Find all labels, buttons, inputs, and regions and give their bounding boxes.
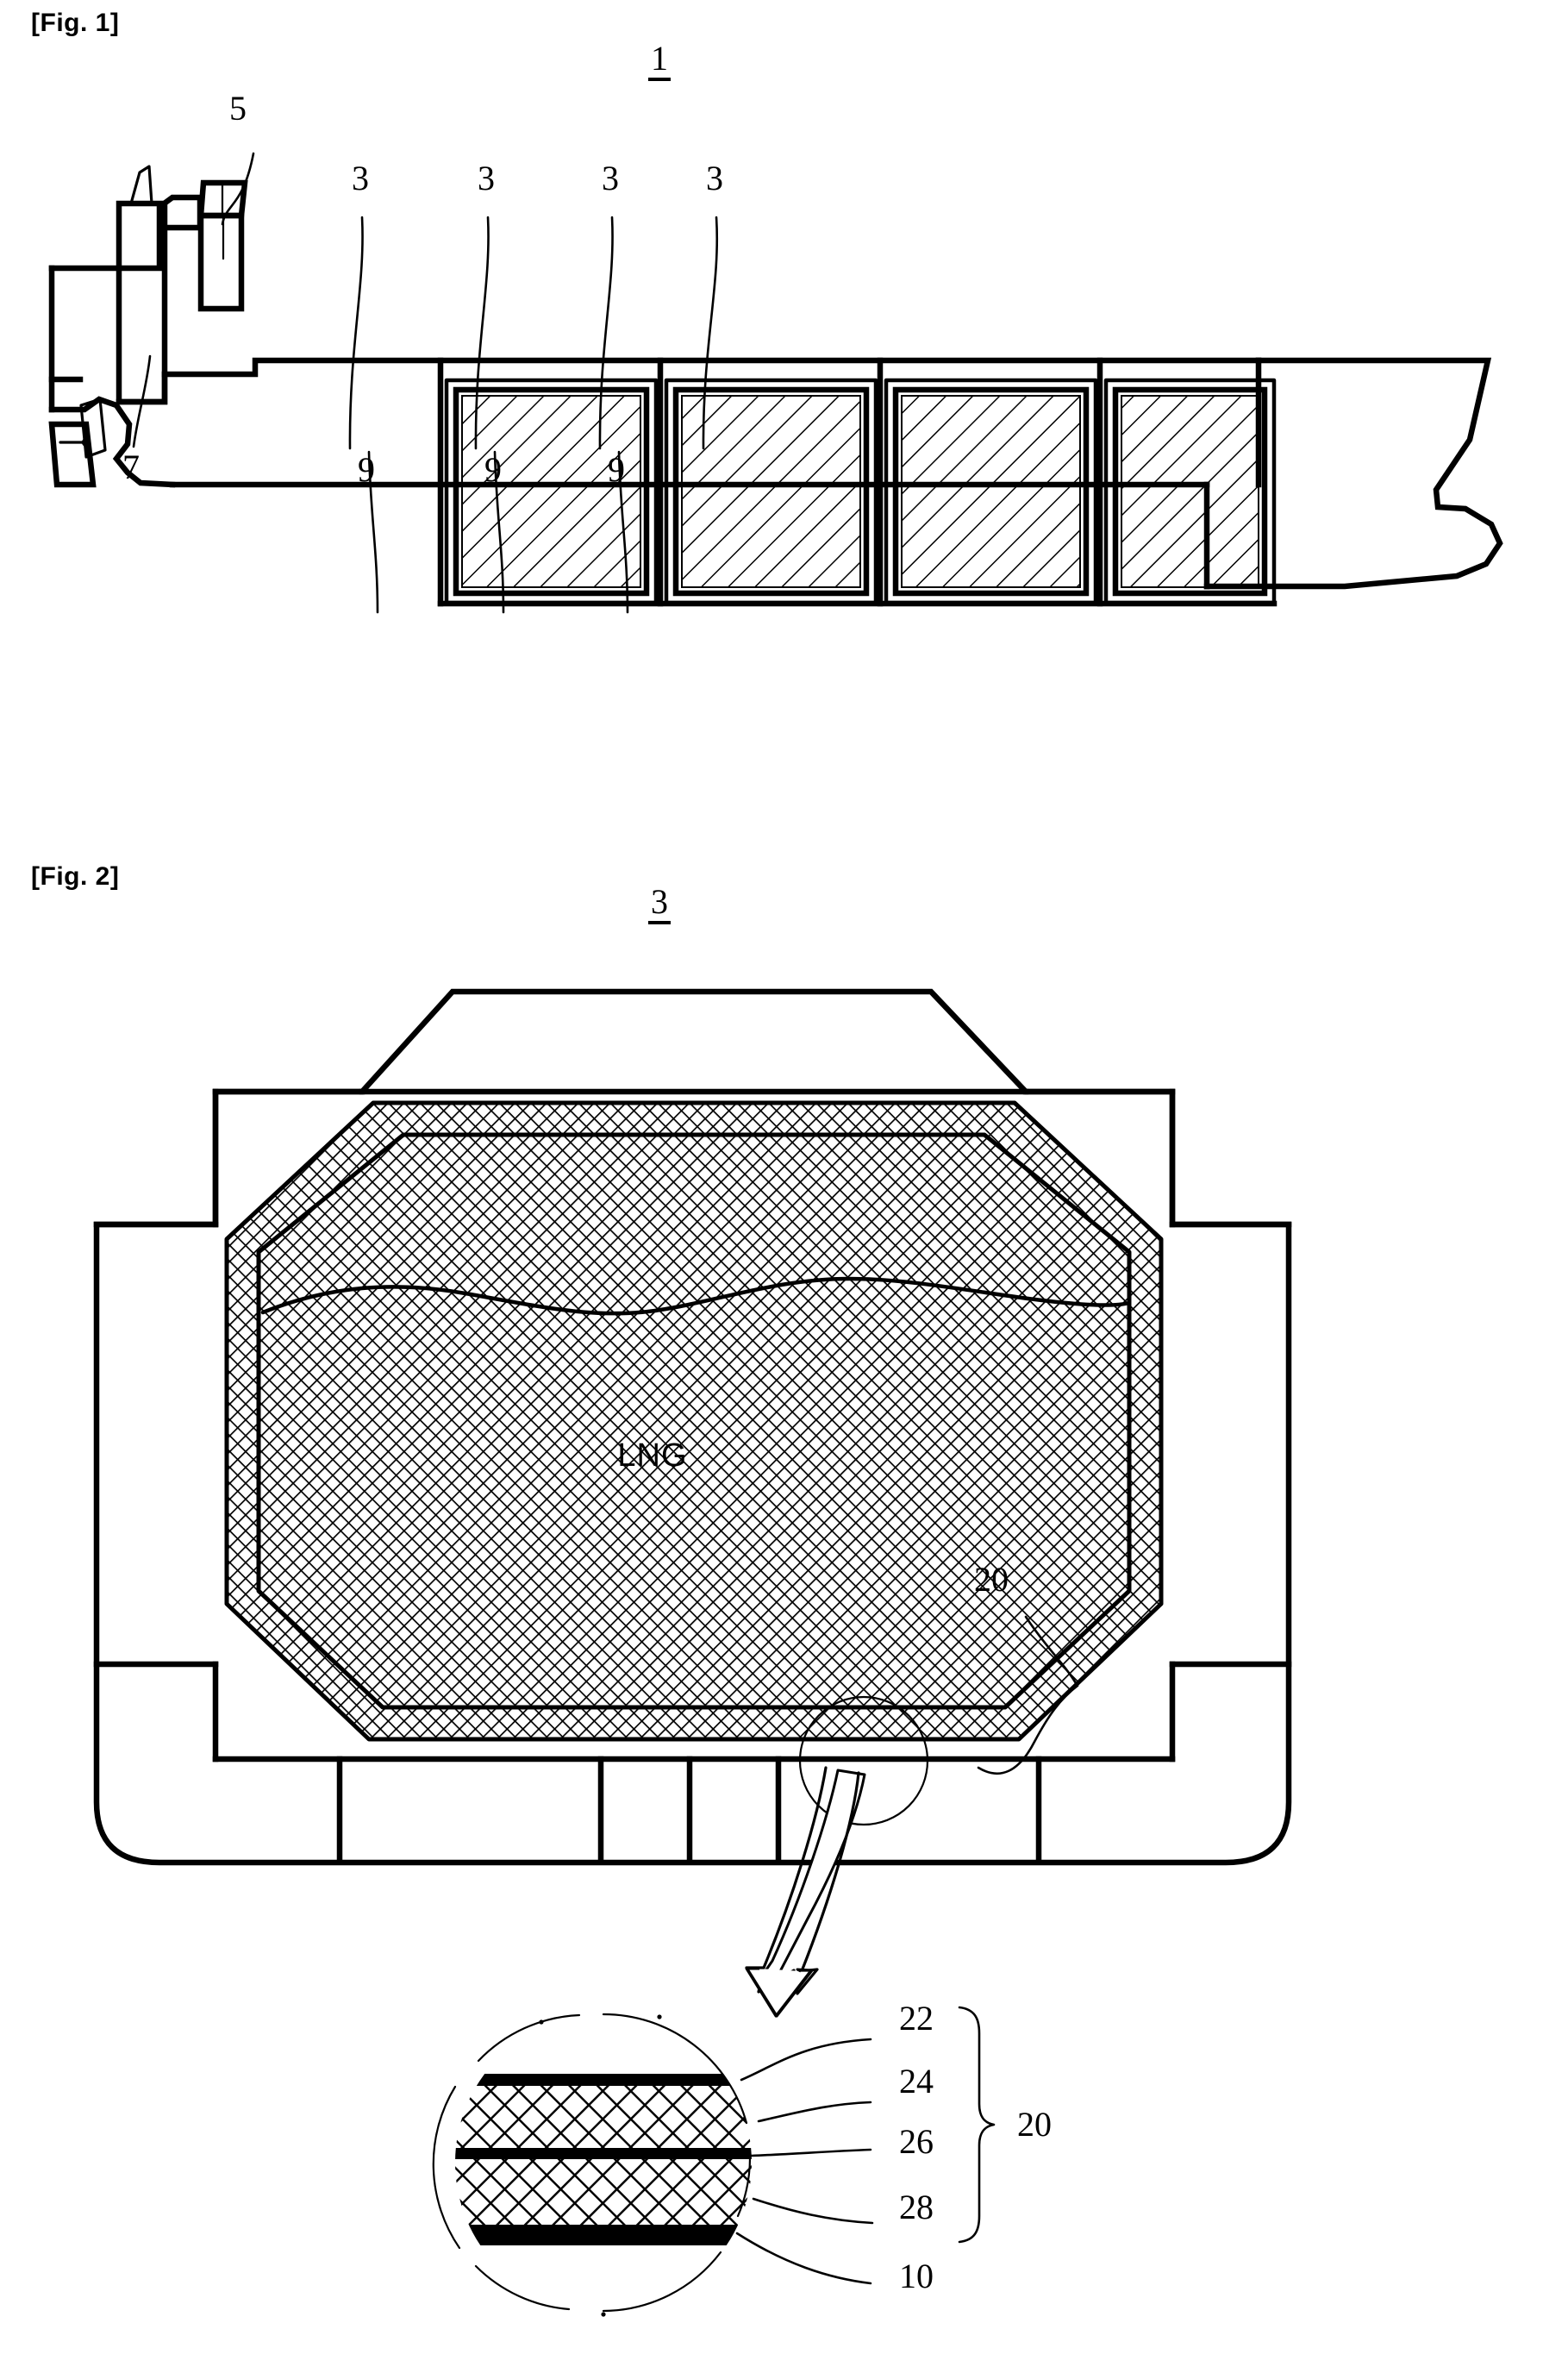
ref-numeral-5: 5 bbox=[229, 89, 247, 128]
cofferdam-bulkhead bbox=[657, 357, 1103, 607]
figure-2-tag: [Fig. 2] bbox=[31, 862, 120, 891]
figure-2-leader-lines bbox=[977, 1615, 1079, 1775]
lng-content-label: LNG bbox=[617, 1437, 687, 1474]
inner-hull-plating bbox=[93, 1088, 1292, 1763]
figure-2-title-number: 3 bbox=[648, 885, 671, 924]
ref-numeral-10: 10 bbox=[899, 2257, 934, 2295]
ref-numeral-24: 24 bbox=[899, 2062, 934, 2101]
detail-zoom-arrow bbox=[745, 1766, 866, 2018]
figure-1-tag: [Fig. 1] bbox=[31, 9, 120, 37]
detail-leader-lines bbox=[735, 2038, 874, 2285]
ref-numeral-9-b: 9 bbox=[484, 450, 502, 489]
figure-1-title-number: 1 bbox=[648, 41, 671, 81]
detail-circle-boundary bbox=[432, 2013, 752, 2317]
ref-numeral-9-a: 9 bbox=[358, 450, 375, 489]
figure-2-title: 3 bbox=[634, 881, 685, 924]
detail-layer-10-inner-hull bbox=[455, 2225, 752, 2245]
ref-numeral-3-tank2: 3 bbox=[478, 159, 495, 197]
ref-numeral-3-tank3: 3 bbox=[602, 159, 619, 197]
detail-reference-numerals: 22 24 26 28 10 bbox=[899, 1999, 934, 2295]
ref-numeral-9-c: 9 bbox=[608, 450, 625, 489]
cargo-tank bbox=[664, 378, 878, 605]
ref-numeral-20-tank: 20 bbox=[974, 1560, 1009, 1599]
figure-2-tank-drawing: LNG 20 bbox=[93, 988, 1292, 2317]
ref-numeral-7: 7 bbox=[122, 448, 140, 486]
figure-1-leader-lines bbox=[132, 152, 719, 614]
ref-numeral-20-brace: 20 bbox=[1017, 2105, 1052, 2144]
cargo-tank bbox=[444, 378, 659, 605]
ref-numeral-28: 28 bbox=[899, 2188, 934, 2226]
insulation-ring bbox=[224, 1100, 1164, 1742]
figure-1-title: 1 bbox=[634, 38, 685, 81]
detail-layer-28-secondary-insulation bbox=[455, 2159, 752, 2225]
detail-brace: 20 bbox=[958, 2006, 1052, 2244]
cargo-tank-group bbox=[437, 357, 1278, 607]
detail-layer-stack bbox=[455, 2074, 752, 2245]
figure-1-ship-drawing: 5 3 3 3 3 7 9 9 9 bbox=[48, 89, 1503, 614]
detail-layer-26-secondary-barrier bbox=[455, 2148, 752, 2159]
lng-liquid-surface bbox=[260, 1276, 1132, 1316]
ref-numeral-3-tank1: 3 bbox=[352, 159, 369, 197]
detail-callout-circle bbox=[798, 1695, 929, 1826]
double-bottom-compartments bbox=[336, 1756, 1042, 1862]
figure-1-reference-numerals: 5 3 3 3 3 7 9 9 9 bbox=[122, 89, 723, 489]
ref-numeral-26: 26 bbox=[899, 2122, 934, 2161]
detail-layer-22-primary-barrier bbox=[455, 2074, 752, 2086]
blown-up-detail: 22 24 26 28 10 20 bbox=[432, 1999, 1052, 2317]
ref-numeral-3-tank4: 3 bbox=[706, 159, 723, 197]
detail-layer-24-primary-insulation bbox=[455, 2086, 752, 2148]
ref-numeral-22: 22 bbox=[899, 1999, 934, 2038]
cargo-tank bbox=[884, 378, 1098, 605]
cargo-tank bbox=[1103, 378, 1277, 605]
